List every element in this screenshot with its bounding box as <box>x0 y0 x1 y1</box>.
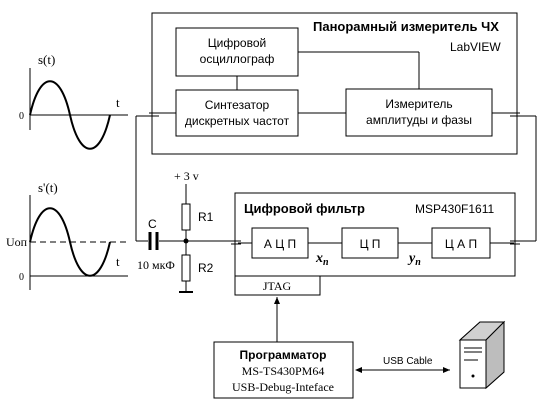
output-wiring <box>517 115 537 242</box>
yn-label: yn <box>407 251 421 268</box>
programmer-title: Программатор <box>240 348 327 362</box>
oscilloscope-line2: осциллограф <box>200 52 275 66</box>
offset-sine-wave <box>29 207 111 277</box>
supply-label: + 3 v <box>174 169 199 183</box>
jtag-block <box>234 275 321 296</box>
synthesizer-line2: дискретных частот <box>185 114 290 128</box>
analyzer-title: Панорамный измеритель ЧХ <box>313 19 499 34</box>
capacitor: C 10 мкФ <box>137 217 186 272</box>
frequency-response-analyzer: Панорамный измеритель ЧХ LabVIEW Цифрово… <box>151 12 518 155</box>
analyzer-frame <box>151 12 518 155</box>
adc-block <box>251 227 309 259</box>
graph-top-origin: 0 <box>19 111 24 122</box>
adc-label: А Ц П <box>264 237 296 251</box>
programmer-model: MS-TS430PM64 <box>242 364 325 378</box>
capacitor-value: 10 мкФ <box>137 258 175 272</box>
computer-tower-icon <box>458 320 506 390</box>
filter-frame <box>234 192 516 277</box>
programmer: Программатор MS-TS430PM64 USB-Debug-Inte… <box>213 341 354 399</box>
jtag-label: JTAG <box>263 279 292 293</box>
sine-wave <box>29 80 111 150</box>
voltage-divider: + 3 v R1 R2 <box>174 169 238 293</box>
input-wiring <box>135 115 154 242</box>
graph-top-ylabel: s(t) <box>38 52 55 67</box>
amplitude-phase-meter-block <box>345 88 493 137</box>
cpu-block <box>341 227 399 259</box>
usb-cable-label: USB Cable <box>383 356 433 367</box>
meter-line2: амплитуды и фазы <box>366 113 472 127</box>
capacitor-label: C <box>148 217 157 231</box>
synthesizer-block <box>175 89 299 137</box>
synthesizer-line1: Синтезатор <box>205 98 270 112</box>
digital-filter: Цифровой фильтр MSP430F1611 А Ц П Ц П Ц … <box>234 192 516 296</box>
r2-label: R2 <box>198 261 214 275</box>
filter-chip: MSP430F1611 <box>415 202 494 216</box>
usb-cable: USB Cable <box>355 356 450 373</box>
programmer-interface: USB-Debug-Inteface <box>232 380 334 394</box>
meter-line1: Измеритель <box>385 97 452 111</box>
signal-graph-top: s(t) t 0 <box>19 52 128 150</box>
resistor-r2 <box>181 254 191 282</box>
signal-graph-bottom: s'(t) t 0 Uоп <box>6 180 128 290</box>
graph-top-xlabel: t <box>116 95 120 110</box>
oscilloscope-line1: Цифровой <box>208 36 266 50</box>
programmer-box <box>213 341 354 399</box>
filter-title: Цифровой фильтр <box>244 201 365 216</box>
offset-voltage-label: Uоп <box>6 235 28 249</box>
resistor-r1 <box>181 203 191 231</box>
xn-label: xn <box>315 251 329 268</box>
graph-bottom-origin: 0 <box>19 272 24 283</box>
graph-bottom-ylabel: s'(t) <box>38 180 58 195</box>
graph-bottom-xlabel: t <box>116 254 120 269</box>
analyzer-platform: LabVIEW <box>450 40 501 54</box>
dac-label: Ц А П <box>445 237 477 251</box>
cpu-label: Ц П <box>360 237 381 251</box>
r1-label: R1 <box>198 210 214 224</box>
